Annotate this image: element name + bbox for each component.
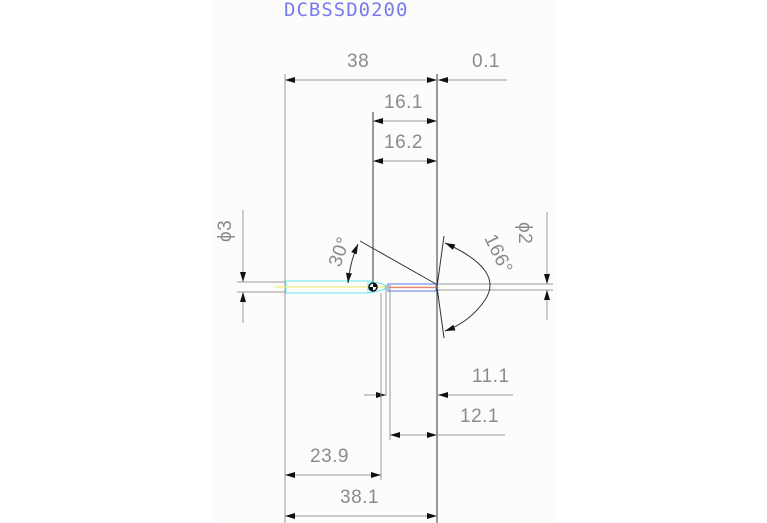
svg-text:11.1: 11.1	[472, 366, 510, 387]
dimension-38: 38	[285, 51, 437, 83]
svg-text:30°: 30°	[325, 234, 355, 270]
dimension-0-1: 0.1	[438, 51, 507, 83]
svg-text:16.2: 16.2	[384, 132, 423, 153]
dimension-12-1: 12.1	[390, 406, 505, 438]
svg-text:38.1: 38.1	[340, 487, 379, 508]
dimension-tip-diameter: ϕ2	[437, 212, 553, 320]
center-mark	[368, 282, 378, 292]
svg-text:38: 38	[347, 51, 369, 72]
dimension-16-1: 16.1	[373, 92, 437, 124]
dimension-chamfer-angle: 30°	[325, 234, 437, 285]
dimension-11-1: 11.1	[364, 366, 513, 398]
svg-text:16.1: 16.1	[384, 92, 423, 113]
svg-text:0.1: 0.1	[472, 51, 500, 72]
svg-text:23.9: 23.9	[310, 446, 349, 467]
drawing-sheet	[213, 0, 557, 523]
dimension-38-1: 38.1	[285, 487, 437, 519]
svg-text:12.1: 12.1	[460, 406, 499, 427]
drill-tip	[385, 283, 437, 440]
dimension-23-9: 23.9	[285, 293, 382, 480]
dimension-16-2: 16.2	[373, 132, 437, 164]
svg-text:ϕ3: ϕ3	[215, 220, 236, 242]
svg-text:ϕ2: ϕ2	[514, 222, 535, 244]
dimension-shank-diameter: ϕ3	[215, 210, 285, 323]
drawing-title: DCBSSD0200	[284, 0, 408, 21]
